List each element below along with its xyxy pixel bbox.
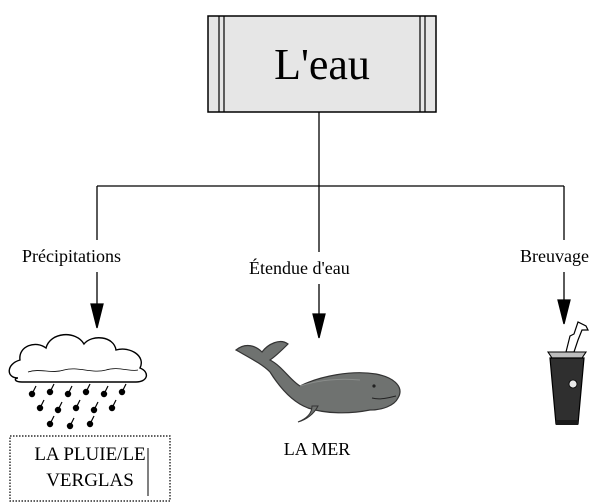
title-box [207,15,437,113]
branch-label-precipitations: Précipitations [22,246,121,266]
arrow-down-icon [90,272,104,329]
answer-box-precipitations[interactable] [9,435,171,502]
answer-line: VERGLAS [46,470,134,491]
answer-text-etendue: LA MER [283,439,351,459]
arrow-down-icon [312,284,326,339]
whale-icon [234,340,401,423]
rain-cloud-icon [8,334,147,430]
page-title: L'eau [274,39,370,89]
connectors [96,112,565,252]
branch-label-breuvage: Breuvage [520,246,589,266]
branch-label-etendue: Étendue d'eau [249,258,350,278]
drink-cup-icon [546,321,589,425]
answer-line: LA PLUIE/LE [34,444,146,465]
arrows [90,272,571,339]
answer-text-precipitations[interactable]: LA PLUIE/LE VERGLAS [10,442,170,494]
arrow-down-icon [557,272,571,325]
